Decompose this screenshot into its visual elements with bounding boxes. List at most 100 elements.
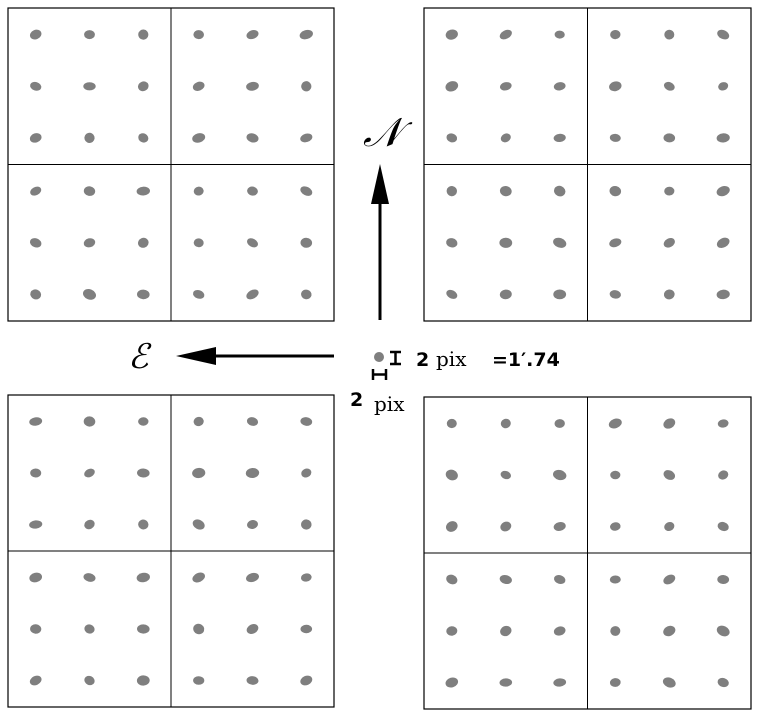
spot-dot bbox=[716, 625, 730, 637]
spot-dot bbox=[716, 185, 730, 197]
spot-dot bbox=[246, 289, 259, 300]
spot-dot bbox=[610, 470, 621, 480]
spot-dot bbox=[445, 521, 458, 532]
spot-dot bbox=[246, 624, 259, 634]
quadrant-sw bbox=[445, 574, 567, 688]
spot-dot bbox=[83, 416, 96, 427]
spot-dot bbox=[610, 626, 621, 636]
spot-dot bbox=[29, 572, 43, 583]
spot-dot bbox=[192, 133, 206, 143]
spot-dot bbox=[446, 238, 458, 248]
spot-dot bbox=[137, 468, 150, 478]
spot-dot bbox=[664, 29, 675, 40]
spot-dot bbox=[663, 289, 675, 300]
spot-dot bbox=[446, 418, 457, 429]
spot-dot bbox=[246, 133, 259, 143]
spot-dot bbox=[29, 675, 42, 686]
spot-dot bbox=[717, 419, 729, 428]
panel-bottom-left bbox=[7, 394, 335, 708]
quadrant-se bbox=[609, 574, 730, 688]
horizontal-scale-number: 2 bbox=[350, 389, 363, 411]
vertical-scale-unit: pix bbox=[436, 347, 467, 371]
spot-dot bbox=[300, 133, 313, 143]
spot-dot bbox=[193, 416, 204, 427]
spot-dot bbox=[446, 133, 458, 143]
quadrant-ne bbox=[608, 418, 729, 532]
spot-dot bbox=[553, 289, 567, 300]
spot-dot bbox=[30, 186, 42, 196]
spot-dot bbox=[446, 574, 458, 585]
quadrant-sw bbox=[29, 186, 150, 300]
spot-dot bbox=[553, 626, 566, 636]
spot-dot bbox=[247, 186, 258, 196]
spot-dot bbox=[247, 238, 258, 248]
spot-dot bbox=[500, 470, 511, 480]
spot-dot bbox=[446, 626, 458, 636]
spot-dot bbox=[193, 238, 204, 248]
spot-dot bbox=[445, 81, 459, 92]
spot-dot bbox=[609, 238, 622, 248]
spot-dot bbox=[300, 237, 313, 248]
spot-dot bbox=[499, 289, 512, 300]
spot-dot bbox=[193, 30, 204, 40]
spot-dot bbox=[29, 238, 42, 248]
spot-dot bbox=[83, 186, 96, 196]
quadrant-nw bbox=[29, 416, 150, 530]
spot-dot bbox=[300, 186, 313, 196]
spot-dot bbox=[553, 133, 566, 143]
spot-dot bbox=[136, 572, 150, 583]
spot-dot bbox=[138, 417, 149, 426]
panel-bottom-right bbox=[423, 396, 752, 710]
horizontal-scale-unit: pix bbox=[374, 392, 405, 416]
spot-dot bbox=[500, 418, 511, 429]
spot-dot bbox=[138, 29, 149, 40]
spot-dot bbox=[718, 82, 729, 91]
spot-dot bbox=[553, 185, 566, 197]
spot-dot bbox=[83, 573, 96, 582]
spot-dot bbox=[609, 185, 622, 197]
spot-dot bbox=[29, 520, 43, 529]
spot-dot bbox=[84, 468, 95, 478]
spot-dot bbox=[246, 572, 259, 583]
spot-dot bbox=[610, 522, 621, 531]
spot-dot bbox=[499, 82, 512, 91]
spot-dot bbox=[137, 289, 150, 300]
quadrant-nw bbox=[29, 29, 149, 143]
spot-dot bbox=[553, 237, 567, 248]
spot-dot bbox=[716, 133, 730, 143]
quadrant-se bbox=[193, 186, 313, 300]
spot-dot bbox=[445, 469, 458, 481]
spot-dot bbox=[193, 290, 205, 299]
vertical-scale-bar bbox=[390, 350, 401, 366]
spot-dot bbox=[610, 29, 621, 40]
quadrant-sw bbox=[29, 572, 150, 686]
spot-dot bbox=[29, 133, 42, 143]
spot-dot bbox=[663, 238, 675, 248]
east-arrowhead bbox=[176, 347, 216, 365]
spot-dot bbox=[717, 677, 729, 688]
spot-dot bbox=[445, 29, 458, 40]
spot-dot bbox=[246, 417, 259, 426]
spot-dot bbox=[609, 678, 621, 687]
spot-dot bbox=[553, 82, 566, 91]
spot-dot bbox=[500, 625, 512, 637]
quadrant-ne bbox=[609, 29, 730, 143]
spot-dot bbox=[138, 133, 149, 143]
spot-dot bbox=[663, 418, 676, 429]
spot-dot bbox=[84, 675, 95, 686]
spot-dot bbox=[30, 624, 42, 634]
spot-dot bbox=[192, 572, 205, 583]
spot-dot bbox=[554, 30, 565, 39]
spot-dot bbox=[83, 238, 96, 248]
spot-dot bbox=[30, 289, 42, 300]
spot-dot bbox=[662, 677, 676, 688]
spot-dot bbox=[246, 81, 259, 91]
spot-dot bbox=[30, 468, 42, 478]
spot-dot bbox=[301, 81, 312, 92]
spot-dot bbox=[83, 289, 96, 300]
east-label: ℰ bbox=[128, 337, 152, 377]
spot-dot bbox=[717, 521, 729, 532]
panel-top-left bbox=[7, 7, 335, 322]
spot-dot bbox=[553, 522, 566, 531]
